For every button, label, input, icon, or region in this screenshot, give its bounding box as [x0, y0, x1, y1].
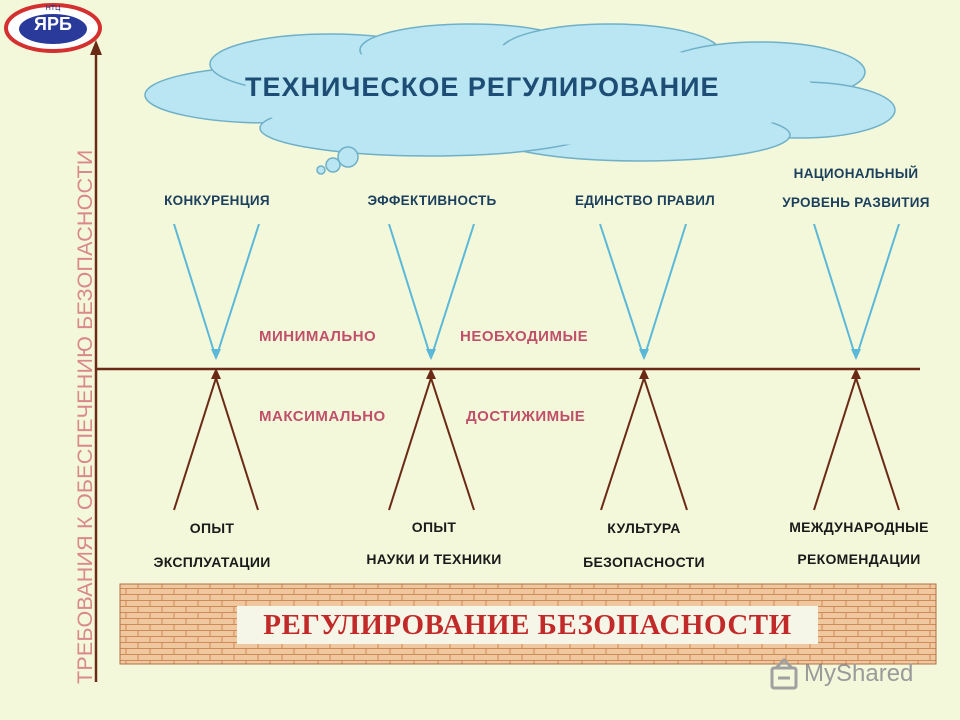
top-arrowhead-1	[426, 349, 436, 360]
top-factor-efficiency: ЭФФЕКТИВНОСТЬ	[367, 193, 497, 208]
top-arrowhead-2	[639, 349, 649, 360]
label-maximally: МАКСИМАЛЬНО	[259, 408, 386, 425]
logo-emblem	[4, 3, 102, 53]
top-arrow-left-3	[813, 223, 857, 359]
watermark-text: MyShared	[804, 660, 914, 687]
top-arrow-left-1	[388, 223, 432, 359]
label-achievable: ДОСТИЖИМЫЕ	[466, 408, 586, 425]
top-arrow-left-0	[173, 223, 217, 359]
diagram-title: ТЕХНИЧЕСКОЕ РЕГУЛИРОВАНИЕ	[245, 72, 720, 102]
vertical-axis-arrowhead	[90, 40, 102, 55]
bottom-factor-culture-line2: БЕЗОПАСНОСТИ	[583, 554, 705, 570]
top-arrow-left-2	[599, 223, 645, 359]
bottom-arrow-left-0	[173, 377, 217, 511]
bottom-factor-international-line2: РЕКОМЕНДАЦИИ	[797, 551, 921, 567]
top-arrow-right-3	[855, 223, 900, 359]
bottom-arrowhead-3	[851, 368, 861, 379]
bottom-arrowhead-2	[639, 368, 649, 379]
top-factor-competition: КОНКУРЕНЦИЯ	[164, 193, 270, 208]
bottom-arrow-right-0	[215, 377, 259, 511]
bottom-factor-operation-line2: ЭКСПЛУАТАЦИИ	[153, 554, 271, 570]
bottom-arrowhead-0	[211, 368, 221, 379]
watermark-icon	[770, 657, 798, 690]
banner-title: РЕГУЛИРОВАНИЕ БЕЗОПАСНОСТИ	[237, 606, 818, 644]
bottom-arrow-right-2	[643, 377, 688, 511]
logo-text: ЯРБ	[34, 14, 72, 34]
bottom-factor-science-line2: НАУКИ И ТЕХНИКИ	[366, 551, 502, 567]
top-factor-unified-rules: ЕДИНСТВО ПРАВИЛ	[574, 193, 716, 208]
vertical-axis-label: ТРЕБОВАНИЯ К ОБЕСПЕЧЕНИЮ БЕЗОПАСНОСТИ	[73, 149, 97, 684]
top-factor-national-level-line1: НАЦИОНАЛЬНЫЙ	[793, 166, 919, 181]
label-necessary: НЕОБХОДИМЫЕ	[460, 328, 589, 345]
bottom-arrow-left-3	[813, 377, 857, 511]
top-arrow-right-2	[643, 223, 687, 359]
bottom-arrow-right-3	[855, 377, 900, 511]
top-arrow-right-0	[215, 223, 260, 359]
bottom-arrowhead-1	[426, 368, 436, 379]
bottom-arrow-left-1	[388, 377, 432, 511]
top-arrow-right-1	[430, 223, 475, 359]
top-factor-national-level-line2: УРОВЕНЬ РАЗВИТИЯ	[782, 195, 930, 210]
label-minimally: МИНИМАЛЬНО	[259, 328, 377, 345]
bottom-arrow-right-1	[430, 377, 475, 511]
bottom-factor-international-line1: МЕЖДУНАРОДНЫЕ	[789, 519, 929, 535]
cloud-shape	[144, 23, 896, 175]
top-arrowhead-0	[211, 349, 221, 360]
bottom-factor-science-line1: ОПЫТ	[411, 519, 457, 535]
logo-small-text: НТЦ	[45, 5, 61, 12]
bottom-factor-culture-line1: КУЛЬТУРА	[607, 520, 681, 536]
bottom-arrow-left-2	[600, 377, 645, 511]
bottom-factor-operation-line1: ОПЫТ	[189, 520, 235, 536]
top-arrowhead-3	[851, 349, 861, 360]
